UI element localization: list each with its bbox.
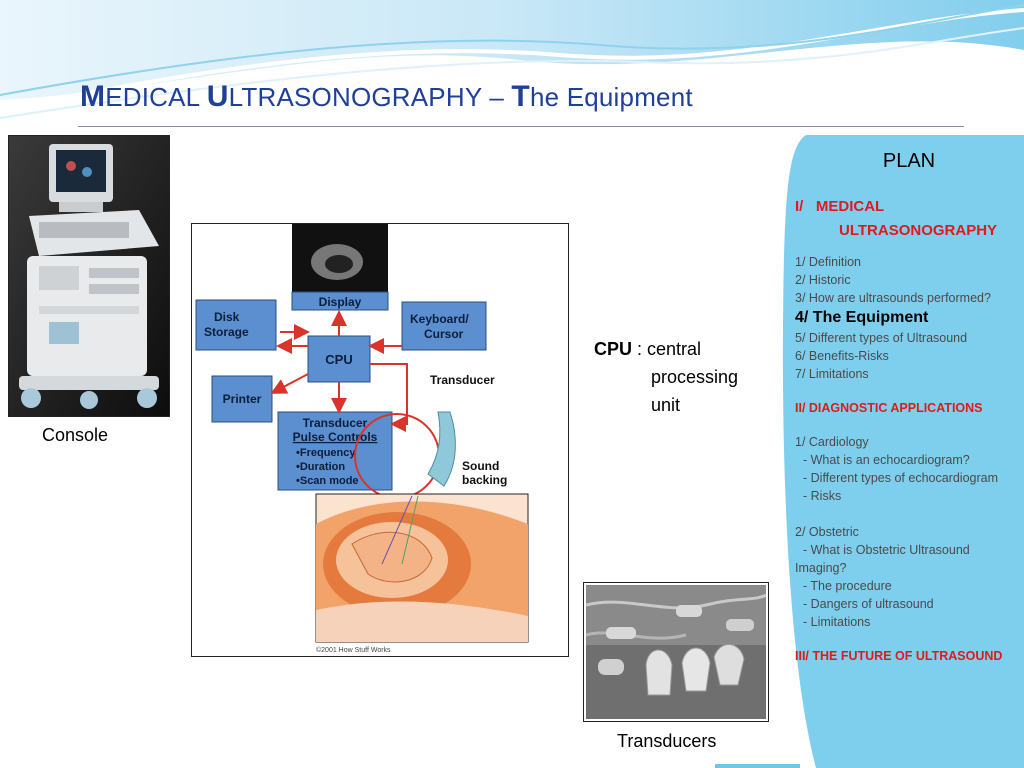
cpu-def-line-1: : central bbox=[632, 339, 702, 359]
plan-item-definition: 1/ Definition bbox=[795, 255, 862, 269]
plan-subitem: - What is Obstetric Ultrasound bbox=[803, 543, 970, 557]
plan-panel-background bbox=[782, 135, 1024, 768]
plan-outline: PLAN I/ MEDICAL ULTRASONOGRAPHY 1/ Defin… bbox=[795, 150, 1023, 663]
transducers-image bbox=[583, 582, 769, 722]
diagram-label-keyboard-2: Cursor bbox=[424, 327, 464, 341]
ultrasound-system-diagram: Display Disk Storage Keyboard/ Cursor CP… bbox=[191, 223, 569, 657]
title-text-3: he Equipment bbox=[529, 82, 693, 112]
plan-subitem-continued: Imaging? bbox=[795, 561, 847, 575]
plan-section-1-number: I/ bbox=[795, 198, 804, 215]
title-initial-m: M bbox=[80, 80, 106, 113]
diagram-label-disk-2: Storage bbox=[204, 325, 249, 339]
plan-subitem: - The procedure bbox=[803, 579, 892, 593]
title-text-2: LTRASONOGRAPHY – bbox=[228, 82, 512, 112]
plan-subitem: - Risks bbox=[803, 489, 842, 503]
plan-item-types: 5/ Different types of Ultrasound bbox=[795, 331, 968, 345]
plan-subitem: - Dangers of ultrasound bbox=[803, 597, 934, 611]
plan-item-historic: 2/ Historic bbox=[795, 273, 851, 287]
title-underline bbox=[78, 126, 964, 127]
console-image bbox=[8, 135, 170, 417]
slide-title: MEDICAL ULTRASONOGRAPHY – The Equipment bbox=[80, 80, 693, 114]
cpu-def-line-2: processing bbox=[651, 367, 739, 387]
diagram-label-controls-1: Transducer bbox=[303, 416, 368, 430]
plan-item-limitations: 7/ Limitations bbox=[795, 367, 869, 381]
plan-section-1-title-2: ULTRASONOGRAPHY bbox=[839, 222, 998, 239]
plan-item-equipment-current: 4/ The Equipment bbox=[795, 309, 929, 326]
cpu-definition: CPU : central processing unit bbox=[594, 335, 738, 419]
transducers-caption: Transducers bbox=[617, 731, 717, 751]
diagram-label-transducer: Transducer bbox=[430, 373, 495, 387]
console-caption: Console bbox=[42, 425, 109, 445]
plan-section-1: I/ MEDICAL ULTRASONOGRAPHY bbox=[795, 195, 1023, 243]
title-text-1: EDICAL bbox=[105, 82, 207, 112]
plan-section-1-title: MEDICAL bbox=[815, 198, 885, 215]
plan-section-2: II/ DIAGNOSTIC APPLICATIONS bbox=[795, 401, 983, 415]
diagram-label-keyboard-1: Keyboard/ bbox=[410, 312, 469, 326]
diagram-control-item: •Duration bbox=[296, 461, 345, 473]
diagram-label-sound-1: Sound bbox=[462, 459, 499, 473]
diagram-label-controls-2: Pulse Controls bbox=[293, 430, 378, 444]
diagram-label-display: Display bbox=[319, 295, 362, 309]
diagram-copyright: ©2001 How Stuff Works bbox=[316, 646, 391, 654]
diagram-label-sound-2: backing bbox=[462, 473, 507, 487]
cpu-def-line-3: unit bbox=[651, 395, 681, 415]
diagram-label-printer: Printer bbox=[223, 392, 262, 406]
title-initial-u: U bbox=[206, 80, 229, 113]
plan-item-cardiology: 1/ Cardiology bbox=[795, 435, 869, 449]
plan-title: PLAN bbox=[882, 150, 936, 172]
diagram-label-disk-1: Disk bbox=[214, 310, 240, 324]
plan-item-how-performed: 3/ How are ultrasounds performed? bbox=[795, 291, 991, 305]
plan-item-obstetric: 2/ Obstetric bbox=[795, 525, 859, 539]
plan-subitem: - Limitations bbox=[803, 615, 871, 629]
plan-subitem: - What is an echocardiogram? bbox=[803, 453, 970, 467]
diagram-control-item: •Frequency bbox=[296, 447, 356, 459]
header-wave-decoration bbox=[0, 0, 1024, 119]
plan-item-benefits-risks: 6/ Benefits-Risks bbox=[795, 349, 889, 363]
plan-section-3: III/ THE FUTURE OF ULTRASOUND bbox=[795, 649, 1003, 663]
diagram-label-cpu: CPU bbox=[325, 352, 352, 367]
cpu-abbreviation: CPU bbox=[594, 339, 633, 359]
plan-subitem: - Different types of echocardiogram bbox=[803, 471, 999, 485]
diagram-control-item: •Scan mode bbox=[296, 475, 359, 487]
bottom-accent-bar bbox=[715, 764, 800, 768]
title-initial-t: T bbox=[511, 80, 530, 113]
